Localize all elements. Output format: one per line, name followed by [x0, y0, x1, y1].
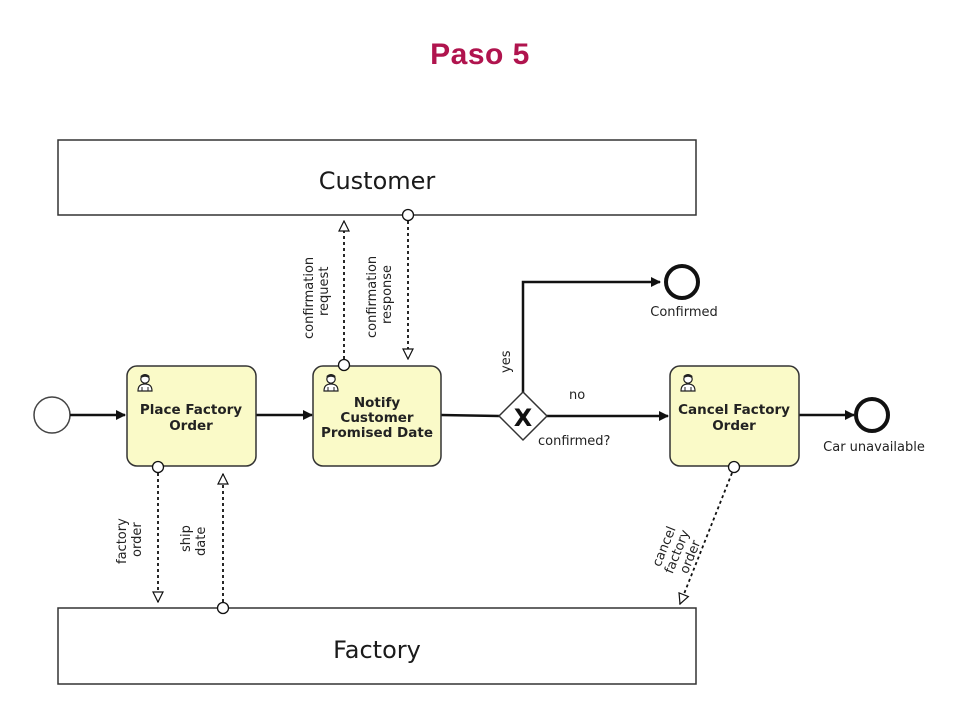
customer-pool-label: Customer [319, 167, 436, 195]
task-label: Cancel Factory [678, 402, 790, 418]
message-label: request [317, 267, 332, 316]
message-label: factory [115, 518, 130, 564]
task-cancel-factory-order: Cancel Factory Order [669, 365, 800, 467]
message-factory-order: factory order [115, 460, 165, 603]
end-event-car-unavailable [854, 397, 890, 433]
task-label: Order [169, 418, 213, 434]
flow-label-yes: yes [499, 350, 514, 373]
message-label: date [194, 527, 209, 556]
message-label: ship [179, 525, 194, 552]
customer-pool: Customer [57, 139, 697, 216]
page-title: Paso 5 [430, 38, 530, 71]
factory-pool-label: Factory [333, 636, 421, 664]
end-event-confirmed [664, 264, 700, 300]
message-label: confirmation [302, 257, 317, 339]
task-label: Notify [354, 395, 401, 411]
task-label: Customer [340, 410, 414, 426]
exclusive-gateway: X [497, 390, 549, 442]
message-label: response [380, 265, 395, 324]
end-label-car-unavailable: Car unavailable [823, 440, 925, 455]
task-notify-customer: Notify Customer Promised Date [312, 365, 442, 467]
task-place-factory-order: Place Factory Order [126, 365, 257, 467]
message-confirmation-request: confirmation request [302, 221, 351, 372]
factory-pool: Factory [57, 607, 697, 685]
start-event [33, 396, 71, 434]
flow-notify-to-gateway [440, 413, 500, 418]
flow-yes [521, 277, 661, 393]
message-confirmation-response: confirmation response [365, 208, 415, 360]
task-label: Place Factory [140, 402, 242, 418]
flow-label-no: no [569, 388, 585, 403]
task-label: Promised Date [321, 425, 433, 441]
message-label: confirmation [365, 256, 380, 338]
gateway-label: confirmed? [538, 434, 610, 449]
message-ship-date: ship date [179, 474, 230, 615]
message-label: order [130, 522, 145, 557]
task-label: Order [712, 418, 756, 434]
end-label-confirmed: Confirmed [650, 305, 718, 320]
gateway-x-icon: X [514, 404, 533, 432]
message-cancel-factory-order: cancel factory order [650, 460, 741, 605]
